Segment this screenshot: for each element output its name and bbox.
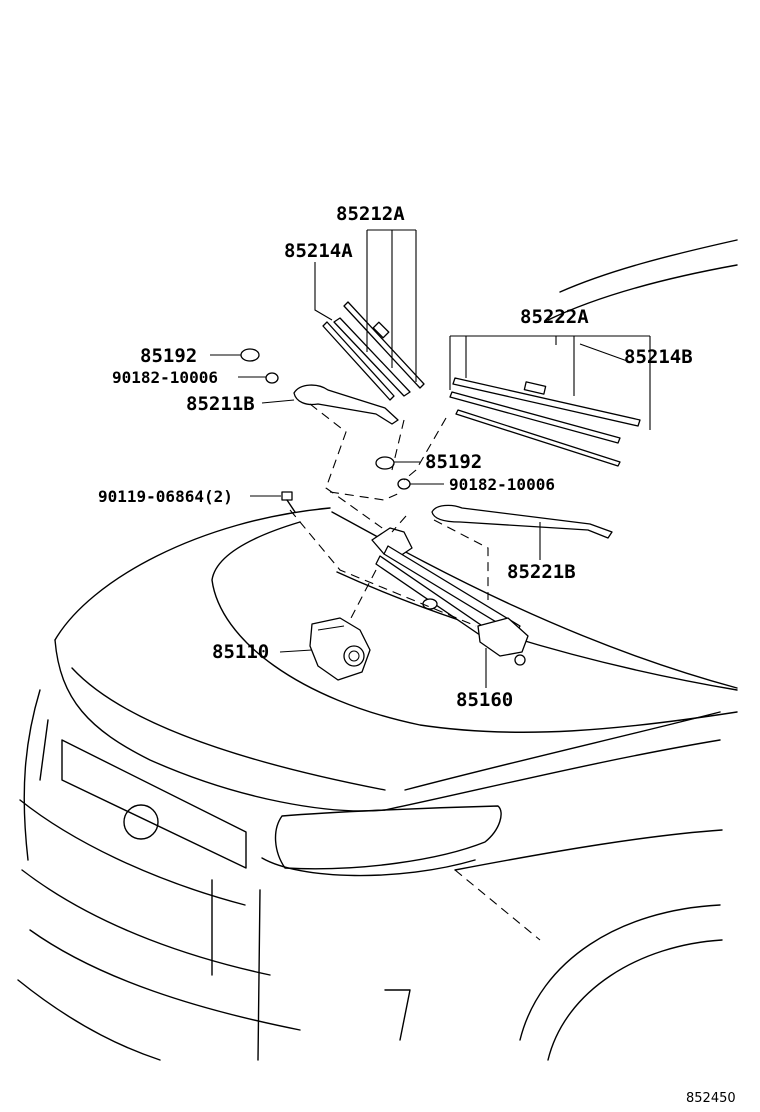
wiper-link [371,527,529,688]
rear-wiper-arm [431,504,613,560]
front-wiper-arm [261,384,399,425]
label-wiper-blade-rear: 85222A [520,306,589,328]
small-parts [210,348,444,513]
wiper-motor [279,617,371,681]
label-bolt: 90119-06864(2) [98,487,233,506]
label-cap-rear: 85192 [425,451,482,473]
label-arm-front: 85211B [186,393,255,415]
rear-wiper-blade [449,377,641,467]
label-blade-rubber-rear: 85214B [624,346,693,368]
label-cap-front: 85192 [140,345,197,367]
front-blade-leaders [314,229,417,382]
figure-number: 852450 [686,1091,736,1106]
rear-blade-leaders [449,335,651,430]
label-wiper-blade-front: 85212A [336,203,405,225]
front-wiper-blade [322,301,425,401]
label-motor: 85110 [212,641,269,663]
label-blade-rubber-front: 85214A [284,240,353,262]
part-labels: 85212A 85214A 85192 90182-10006 85211B 8… [98,203,736,1106]
label-nut-front: 90182-10006 [112,368,218,387]
label-link: 85160 [456,689,513,711]
label-arm-rear: 85221B [507,561,576,583]
vehicle-outline [17,239,738,1061]
dashed-guides [289,403,489,627]
label-nut-rear: 90182-10006 [449,475,555,494]
